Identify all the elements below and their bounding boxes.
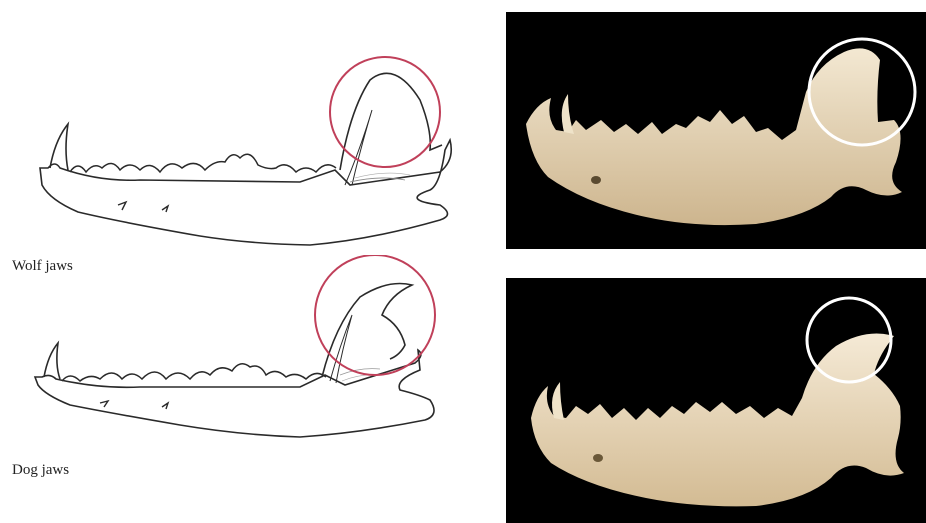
wolf-jaw-outline [40, 140, 451, 245]
dog-jaw-photo [506, 278, 926, 523]
wolf-bone-illustration [506, 12, 926, 249]
wolf-ramus [340, 73, 442, 170]
dog-caption: Dog jaws [12, 462, 69, 479]
wolf-jaw-drawing [0, 0, 490, 250]
wolf-photo-foramen [591, 176, 601, 184]
wolf-bone-shape [526, 48, 902, 225]
dog-jaw-outline [35, 350, 434, 437]
dog-jaw-drawing [0, 255, 490, 505]
dog-sketch-highlight-circle [315, 255, 435, 375]
wolf-jaw-sketch [0, 0, 490, 250]
dog-foramen-2 [162, 403, 168, 409]
wolf-foramen-1 [118, 202, 126, 210]
dog-jaw-sketch [0, 255, 490, 505]
dog-photo-foramen [593, 454, 603, 462]
dog-foramen-1 [100, 401, 108, 407]
dog-teeth [62, 364, 326, 381]
dog-bone-illustration [506, 278, 926, 523]
dog-canine [44, 343, 60, 379]
wolf-canine [50, 124, 68, 170]
wolf-foramen-2 [162, 206, 168, 212]
wolf-teeth [70, 154, 336, 172]
dog-bone-shape [531, 334, 904, 507]
wolf-jaw-photo [506, 12, 926, 249]
